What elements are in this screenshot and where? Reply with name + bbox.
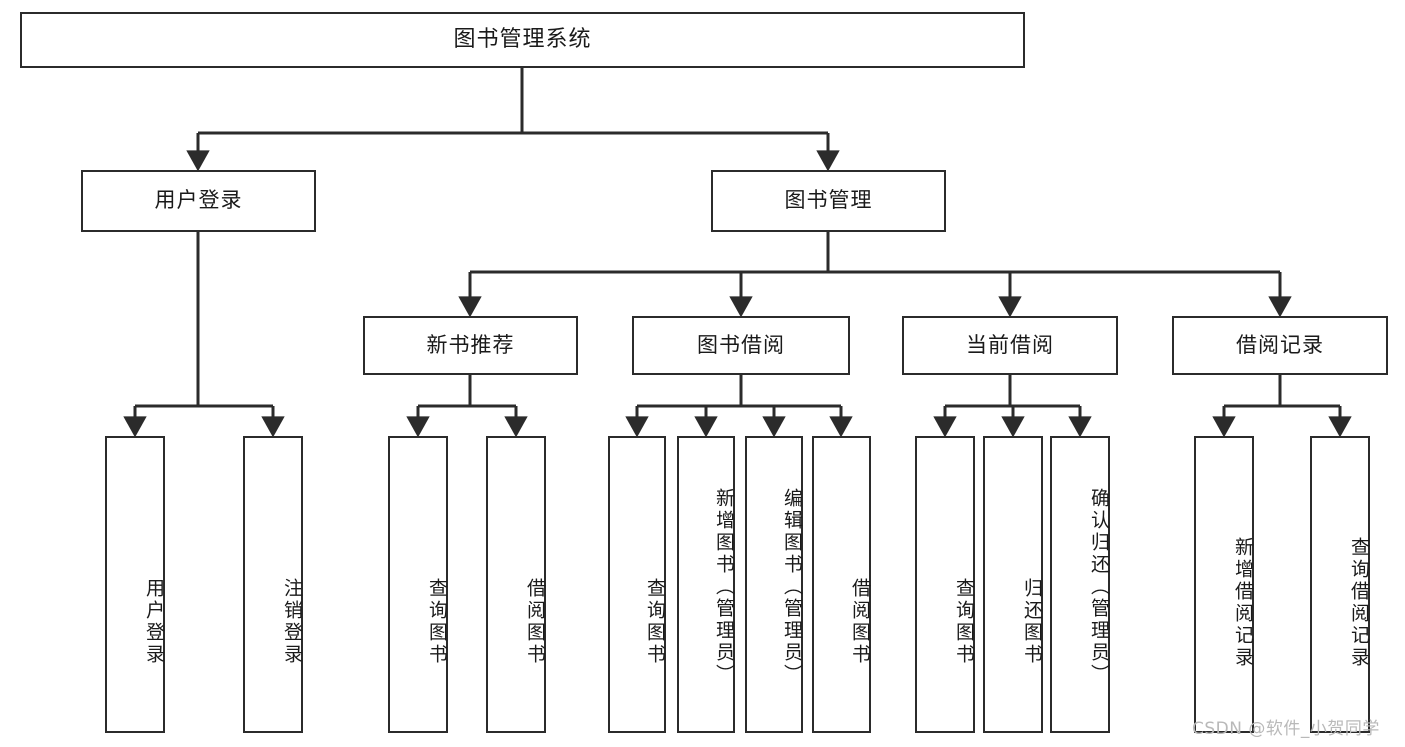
node-leaf-query-books-recommend[interactable]: 查询图书 — [388, 436, 448, 733]
csdn-watermark: CSDN @软件_小贺同学 — [1192, 719, 1380, 739]
node-user-login[interactable]: 用户登录 — [81, 170, 316, 232]
node-leaf-edit-book-admin[interactable]: 编辑图书（管理员） — [745, 436, 803, 733]
node-leaf-add-book-admin[interactable]: 新增图书（管理员） — [677, 436, 735, 733]
node-leaf-user-login[interactable]: 用户登录 — [105, 436, 165, 733]
node-current-borrowing[interactable]: 当前借阅 — [902, 316, 1118, 375]
node-leaf-return-books[interactable]: 归还图书 — [983, 436, 1043, 733]
node-leaf-add-borrow-record[interactable]: 新增借阅记录 — [1194, 436, 1254, 733]
node-leaf-query-books-borrow[interactable]: 查询图书 — [608, 436, 666, 733]
node-book-management[interactable]: 图书管理 — [711, 170, 946, 232]
node-new-book-recommendation[interactable]: 新书推荐 — [363, 316, 578, 375]
node-leaf-query-borrow-record[interactable]: 查询借阅记录 — [1310, 436, 1370, 733]
node-book-borrowing[interactable]: 图书借阅 — [632, 316, 850, 375]
node-leaf-borrow-books[interactable]: 借阅图书 — [812, 436, 871, 733]
node-borrowing-record[interactable]: 借阅记录 — [1172, 316, 1388, 375]
node-leaf-confirm-return-admin[interactable]: 确认归还（管理员） — [1050, 436, 1110, 733]
node-leaf-query-books-current[interactable]: 查询图书 — [915, 436, 975, 733]
node-leaf-logout[interactable]: 注销登录 — [243, 436, 303, 733]
node-root-library-management-system[interactable]: 图书管理系统 — [20, 12, 1025, 68]
node-leaf-borrow-books-recommend[interactable]: 借阅图书 — [486, 436, 546, 733]
